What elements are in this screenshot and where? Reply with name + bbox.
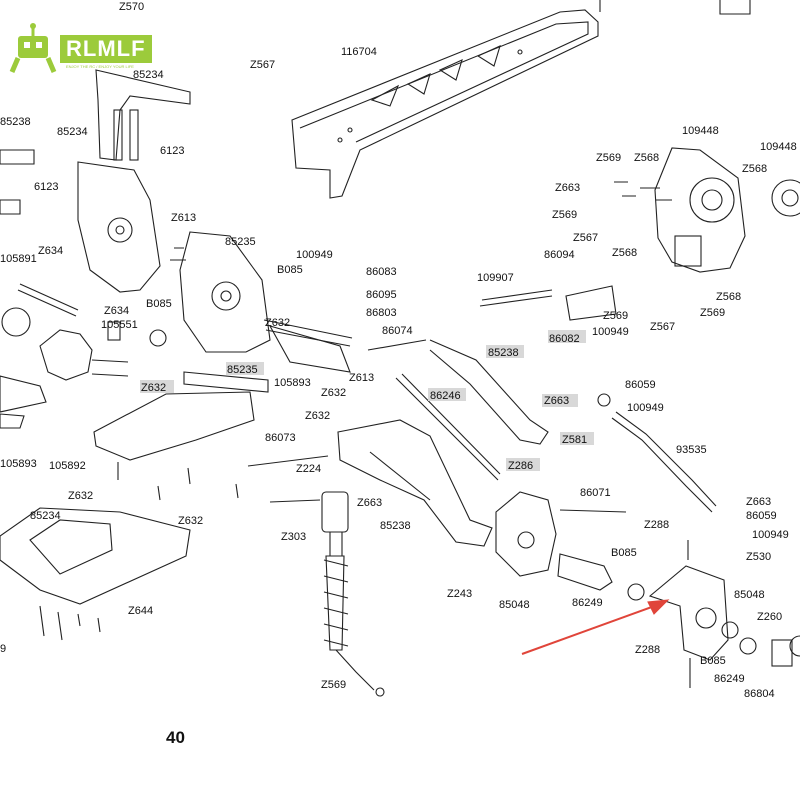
part-label: 105893 [0,458,37,470]
logo-wordmark: RLMLF [60,35,152,63]
page-number: 40 [166,728,185,747]
chassis-plate-drawing [291,0,751,199]
part-label: B085 [700,655,726,667]
rear-hub-drawing [479,285,800,688]
part-label: Z303 [281,531,306,543]
part-label: Z530 [746,551,771,563]
part-label: 109448 [760,141,797,153]
part-label: 86073 [265,432,296,444]
part-label: Z569 [552,209,577,221]
part-label: 85238 [380,520,411,532]
part-label: Z632 [141,382,166,394]
part-label: 6123 [160,145,184,157]
part-label: Z613 [171,212,196,224]
shock-tower-drawing [0,69,271,353]
logo-tagline: ENJOY THE RC / ENJOY YOUR LIFE [66,64,134,69]
part-label: Z569 [596,152,621,164]
part-label: 100949 [592,326,629,338]
part-label: Z663 [544,395,569,407]
part-label: Z568 [742,163,767,175]
robot-mascot-icon [9,23,57,73]
part-label: Z568 [716,291,741,303]
part-label: 105891 [0,253,37,265]
part-label: 86094 [544,249,575,261]
part-label: Z644 [128,605,153,617]
part-label: 85238 [488,347,519,359]
part-label: Z569 [700,307,725,319]
part-label: Z663 [746,496,771,508]
part-label: 100949 [627,402,664,414]
part-label: 86804 [744,688,775,700]
part-label: Z568 [634,152,659,164]
part-label: Z613 [349,372,374,384]
part-label: Z288 [635,644,660,656]
part-label: 105551 [101,319,138,331]
part-label: Z288 [644,519,669,531]
part-label: Z569 [603,310,628,322]
part-label: 86059 [746,510,777,522]
part-labels: Z570 116704 Z567 85234 85238 85234 6123 … [0,1,797,700]
part-label: 86071 [580,487,611,499]
part-label: Z632 [321,387,346,399]
part-label: Z570 [119,1,144,13]
part-label: 109448 [682,125,719,137]
part-label: 6123 [34,181,58,193]
part-label: 85238 [0,116,31,128]
part-label: Z632 [265,317,290,329]
part-label: 109907 [477,272,514,284]
part-label: 85048 [734,589,765,601]
part-label: Z260 [757,611,782,623]
part-label: Z224 [296,463,321,475]
part-label: Z663 [357,497,382,509]
part-label: Z632 [68,490,93,502]
part-label: 86095 [366,289,397,301]
part-label: 85234 [57,126,88,138]
part-label: Z567 [250,59,275,71]
part-label: 86803 [366,307,397,319]
part-label: 85234 [133,69,164,81]
part-label: 9 [0,643,6,655]
part-label: 85048 [499,599,530,611]
part-label: Z634 [104,305,129,317]
part-label: B085 [277,264,303,276]
gearbox-drawing [614,147,800,273]
part-label: 86059 [625,379,656,391]
part-label: Z243 [447,588,472,600]
part-label: 116704 [341,46,377,58]
part-label: Z286 [508,460,533,472]
part-label: 93535 [676,444,707,456]
part-label: Z663 [555,182,580,194]
part-label: 86082 [549,333,580,345]
part-label: 86249 [714,673,745,685]
part-label: Z581 [562,434,587,446]
part-label: 86074 [382,325,413,337]
part-label: Z569 [321,679,346,691]
part-label: 105893 [274,377,311,389]
suspension-arms-drawing [263,319,627,697]
part-label: 100949 [752,529,789,541]
part-label: 86083 [366,266,397,278]
part-label: Z568 [612,247,637,259]
part-label: B085 [146,298,172,310]
part-label: 86246 [430,390,461,402]
part-label: Z632 [305,410,330,422]
part-label: 85235 [225,236,256,248]
part-label: 100949 [296,249,333,261]
part-label: 85234 [30,510,61,522]
part-label: 86249 [572,597,603,609]
pointer-arrow [521,599,670,655]
part-label: Z567 [573,232,598,244]
left-components-drawing [0,283,329,641]
brand-logo: RLMLF ENJOY THE RC / ENJOY YOUR LIFE [8,22,158,74]
part-label: 85235 [227,364,258,376]
part-label: Z567 [650,321,675,333]
part-label: Z632 [178,515,203,527]
part-label: Z634 [38,245,63,257]
part-label: 105892 [49,460,86,472]
part-label: B085 [611,547,637,559]
